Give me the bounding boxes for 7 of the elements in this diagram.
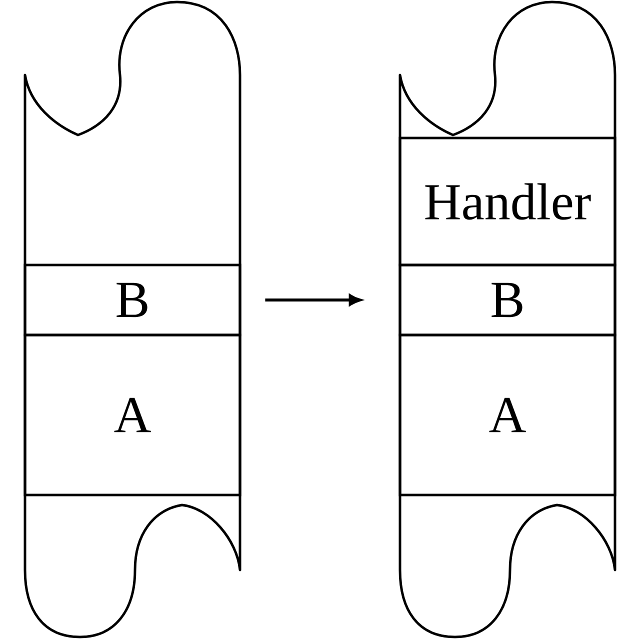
stack-drawing — [24, 0, 242, 638]
stack-cell: B — [24, 264, 242, 336]
stack-cell: Handler — [398, 136, 616, 266]
stack-drawing — [398, 0, 616, 638]
stack-cell: B — [398, 264, 616, 336]
stack-cell: A — [24, 334, 242, 496]
stack-cell: A — [398, 334, 616, 496]
